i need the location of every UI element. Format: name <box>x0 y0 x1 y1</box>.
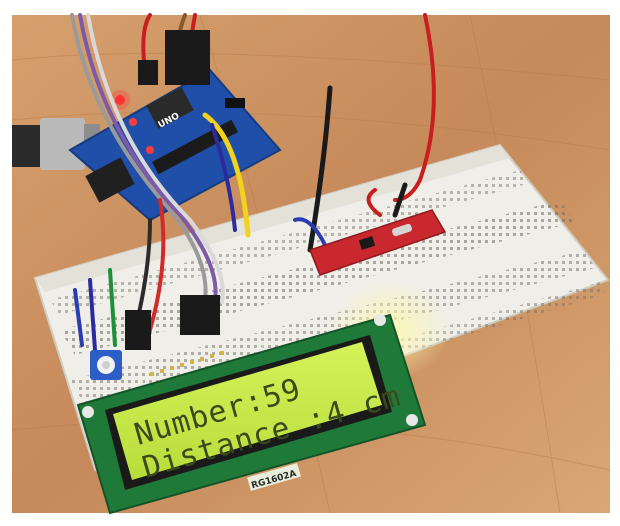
sensor-module <box>309 209 447 276</box>
power-led <box>115 95 125 105</box>
lcd-screen <box>113 342 382 480</box>
lcd-module: 1 16 Number:59 Distance :4 cm RG1602A <box>76 313 427 515</box>
header-connectors <box>125 30 220 350</box>
lcd-pin-16-label: 16 <box>255 342 264 350</box>
lcd-pin-1-label: 1 <box>140 379 144 387</box>
potentiometer <box>90 350 122 380</box>
status-led <box>146 146 154 154</box>
arduino-board: UNO <box>68 68 282 222</box>
lcd-pin-row <box>150 351 224 376</box>
